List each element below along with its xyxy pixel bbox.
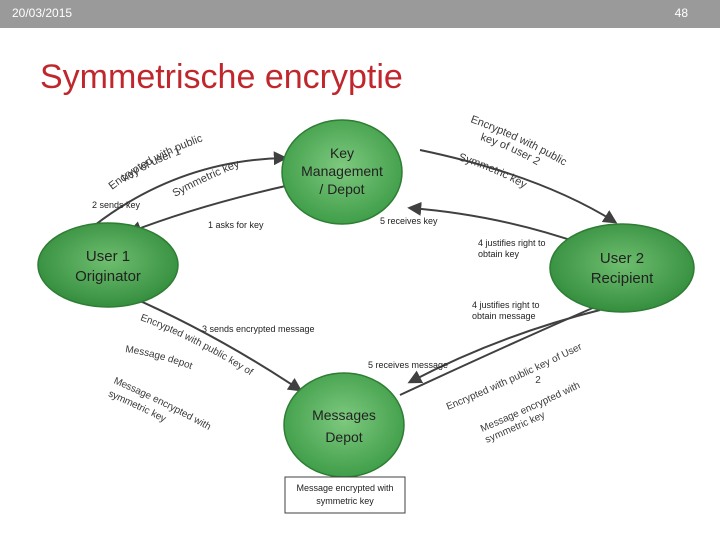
node-user2-line2: Recipient [591,270,654,287]
arrow-user2-to-messagesdepot [407,309,601,384]
slide-number: 48 [674,6,688,20]
annotation-bl-line2: Message depot [125,344,195,372]
arrow-keydepot-to-user2 [419,149,618,224]
step-receives-message: 5 receives message [368,360,448,370]
slide-title: Symmetrische encryptie [40,58,403,96]
node-messages-depot-line2: Depot [325,429,362,445]
node-key-depot-line3: / Depot [319,181,364,197]
arrow-user1-to-keydepot [94,151,288,226]
annotation-tl-line2: key of user 1 [120,146,182,185]
annotation-tl-line3: Symmetric key [171,158,242,200]
messages-depot-caption-line1: Message encrypted with [296,483,393,493]
annotation-br-line1: Encrypted with public key of User [445,341,585,413]
node-user2 [549,223,695,313]
annotation-br-line2: 2 [535,375,541,386]
step-asks-for-key: 1 asks for key [208,220,264,230]
node-key-depot-line1: Key [330,145,354,161]
step-justifies-message-line1: 4 justifies right to [472,300,540,310]
arrow-user1-to-messagesdepot [114,289,303,392]
node-key-depot-line2: Management [301,163,383,179]
slide-date: 20/03/2015 [12,6,73,20]
annotation-bl-line1: Encrypted with public key of [139,312,255,378]
messages-depot-caption-box [284,476,406,514]
step-justifies-message-line2: obtain message [472,311,536,321]
arrow-keydepot-to-user1 [127,184,291,235]
step-receives-key: 5 receives key [380,216,438,226]
node-user1 [37,222,179,308]
node-messages-depot [283,372,405,478]
node-user2-line1: User 2 [600,250,644,267]
node-user1-line2: Originator [75,268,141,285]
step-justifies-key-line2: obtain key [478,249,520,259]
node-key-depot [281,119,403,225]
node-messages-depot-line1: Messages [312,407,376,423]
step-sends-message: 3 sends encrypted message [202,324,315,334]
messages-depot-caption-line2: symmetric key [316,496,374,506]
step-sends-key: 2 sends key [92,200,141,210]
header-bar: 20/03/2015 48 [0,0,720,28]
node-user1-line1: User 1 [86,248,130,265]
step-justifies-key-line1: 4 justifies right to [478,238,546,248]
arrow-user2-to-keydepot [407,201,586,246]
